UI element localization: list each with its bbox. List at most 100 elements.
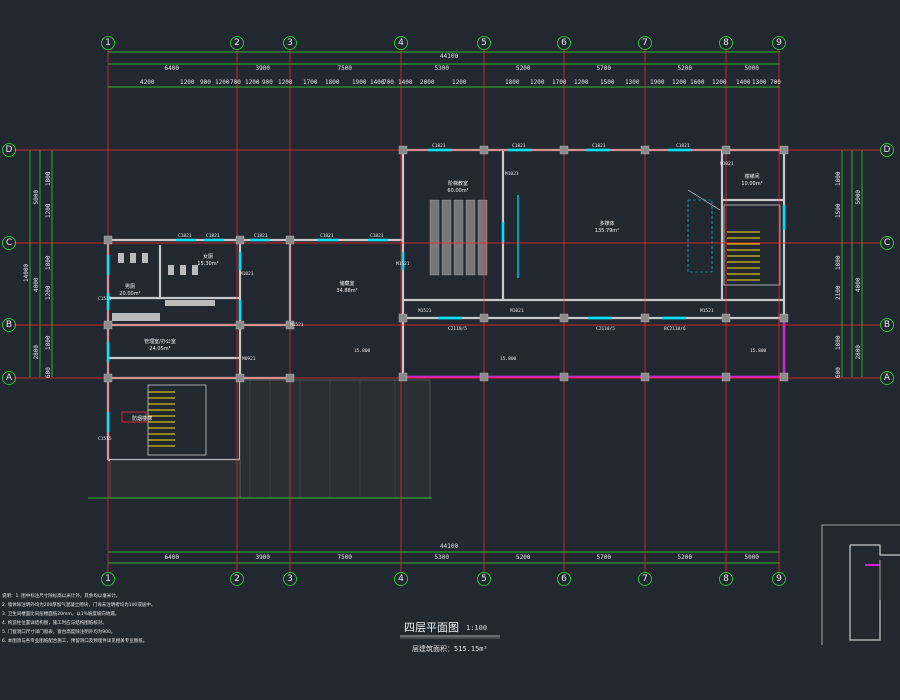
dim-right-opening: 1800 [835,171,842,186]
door-tag: M1021 [505,171,519,177]
axis-label-8: 8 [723,38,729,48]
axis-label-3: 3 [287,38,293,48]
dim-top-opening: 900 [262,79,273,86]
dim-top-opening: 1900 [650,79,665,86]
level-tag: 15.800 [750,348,767,354]
dim-top-opening: 1200 [712,79,727,86]
axis-bubble [772,36,786,50]
axis-bubble [2,371,16,385]
axis-label-D: D [884,145,891,155]
axis-bubble [2,318,16,332]
axis-label-A: A [884,373,891,383]
structural-column [235,235,245,245]
door-tag: M1521 [290,322,304,328]
window-tag: C1821 [206,233,220,239]
dim-left-opening: 1800 [45,335,52,350]
note-line: 3. 卫生间楼面比同层楼面低20mm，以1%坡度坡向地漏。 [2,610,119,617]
axis-bubble [477,572,491,586]
structural-column [398,372,408,382]
dim-top-bay: 7500 [338,65,353,72]
dim-top-opening: 1700 [552,79,567,86]
axis-label-7: 7 [642,38,648,48]
room-area: 60.00m² [447,188,468,194]
window-tag: C1821 [592,143,606,149]
note-line: 说明：1. 图中标注尺寸除标高以米计外，其余均以毫米计。 [2,592,120,599]
dim-top-opening: 1200 [245,79,260,86]
room-name: 女厕 [203,253,213,260]
structural-column [779,145,789,155]
door-tag: M1521 [418,308,432,314]
note-line: 6. 本图须与各专业图纸配合施工，预留洞口及预埋件详见相关专业图纸。 [2,637,147,644]
structural-column [285,373,295,383]
dim-left-bay: 4000 [33,277,40,292]
dim-top-opening: 1200 [215,79,230,86]
dim-top-opening: 1400 [398,79,413,86]
room-name: 管理室/办公室 [144,338,176,345]
room-labels: 女厕15.30m²男厕20.00m²管理室/办公室24.05m²储藏室34.88… [119,173,762,422]
dim-right-opening: 2100 [835,285,842,300]
room-name: 楼梯间 [744,173,759,180]
drawing-title: 四层平面图 [404,621,459,634]
structural-column [285,235,295,245]
dim-top-opening: 1600 [690,79,705,86]
axis-label-C: C [884,238,890,248]
axis-label-6: 6 [561,574,567,584]
dim-top-opening: 1200 [672,79,687,86]
drawing-scale: 1:100 [466,624,487,632]
dim-top-total: 44100 [440,53,458,60]
axis-bubble [772,572,786,586]
corridor-tag: C2118/5 [596,326,615,332]
structural-column [721,313,731,323]
dim-left-total: 14000 [23,264,30,282]
room-area: 10.00m² [741,181,762,187]
dim-top-opening: 1200 [574,79,589,86]
level-tag: 15.800 [500,356,517,362]
axis-label-4: 4 [398,38,404,48]
structural-column [559,372,569,382]
axis-label-D: D [6,145,13,155]
window-tag: C1821 [370,233,384,239]
dimension-labels: 4410044100640064003900390075007500530053… [23,53,862,561]
dim-bottom-bay: 7500 [338,554,353,561]
dim-bottom-bay: 3900 [256,554,271,561]
floor-area-note: 层建筑面积：515.15m² [412,644,488,653]
structural-column [640,372,650,382]
axis-label-1: 1 [105,574,111,584]
axis-label-2: 2 [234,574,240,584]
structural-column [779,372,789,382]
dim-top-opening: 700 [383,79,394,86]
axis-bubble [880,143,894,157]
axis-label-8: 8 [723,574,729,584]
dim-top-opening: 1700 [303,79,318,86]
window-tag: C1515 [98,296,112,302]
structural-column [779,313,789,323]
dim-right-opening: 1800 [835,255,842,270]
axis-label-6: 6 [561,38,567,48]
structural-column [103,235,113,245]
room-name: 男厕 [125,284,135,290]
axis-bubble [283,36,297,50]
axis-bubble [283,572,297,586]
dim-top-opening: 700 [230,79,241,86]
room-area: 20.00m² [119,291,140,297]
dim-left-opening: 1200 [45,203,52,218]
room-name: 多媒体 [599,220,614,227]
dim-right-bay: 5000 [855,190,862,205]
window-tag: C1821 [676,143,690,149]
dim-right-bay: 2800 [855,345,862,360]
corridor-tag: C2118/5 [448,326,467,332]
note-line: 5. 门窗洞口尺寸详门窗表，窗台高度除注明外均为900。 [2,628,115,635]
axis-label-C: C [6,238,12,248]
building-outline [29,51,863,564]
room-name: 阶梯教室 [448,180,468,187]
dim-left-opening: 1800 [45,255,52,270]
corridor-tag: BC2118/6 [664,326,686,332]
structural-column [479,313,489,323]
dim-top-opening: 1200 [278,79,293,86]
window-tag: C1821 [178,233,192,239]
dim-top-opening: 1400 [736,79,751,86]
axis-bubble [101,572,115,586]
dim-top-bay: 5000 [745,65,760,72]
